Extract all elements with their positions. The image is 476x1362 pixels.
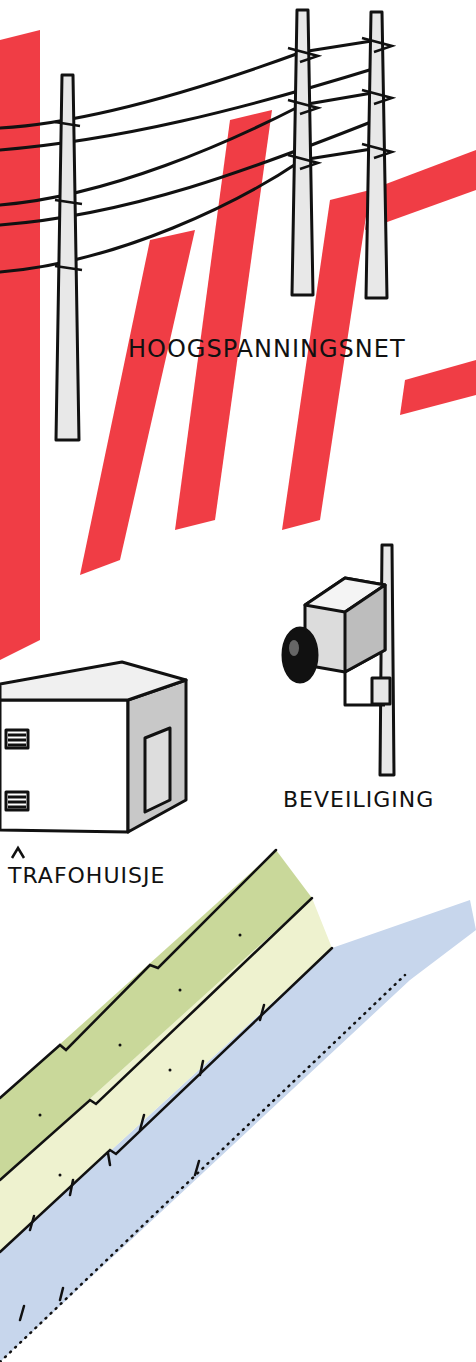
transformer-house (0, 662, 186, 832)
camera-clamp (372, 678, 390, 704)
dot (119, 1044, 122, 1047)
edge-line (0, 850, 276, 1098)
watermark-stroke (400, 360, 476, 415)
soil-dots (39, 934, 242, 1177)
wire (0, 68, 376, 150)
dot (169, 1069, 172, 1072)
house-front (0, 700, 128, 832)
pointer-arrow (12, 848, 24, 858)
vent (6, 792, 28, 810)
camera-pole (380, 545, 394, 775)
power-wires (0, 40, 378, 272)
ditch (0, 850, 476, 1362)
watermark-stroke (175, 110, 272, 530)
camera-side (345, 585, 385, 672)
dot (239, 934, 242, 937)
watermark (0, 30, 476, 660)
house-side (128, 680, 186, 832)
wire (0, 148, 378, 272)
label-text: BEVEILIGING (283, 788, 434, 812)
house-door (145, 728, 170, 812)
power-poles (56, 10, 387, 440)
vent (6, 730, 28, 748)
security-camera (283, 545, 394, 775)
house-roof (0, 662, 186, 700)
ditch-lines (0, 850, 405, 1362)
vent-slats (8, 735, 26, 745)
insulators (55, 38, 392, 270)
insulator (55, 122, 82, 270)
dot (179, 989, 182, 992)
edge-line (0, 948, 332, 1252)
vent-slats (8, 797, 26, 807)
camera-lens (283, 628, 317, 682)
insulator (362, 38, 392, 158)
dotted-bank (0, 975, 405, 1362)
label-text: TRAFOHUISJE (8, 864, 165, 888)
grass-tufts (30, 1005, 264, 1230)
label-text: HOOGSPANNINGSNET (128, 336, 406, 362)
insulator (288, 48, 318, 169)
lens-glint (289, 640, 299, 656)
wire (0, 120, 376, 225)
edge-line (0, 898, 312, 1180)
dot (39, 1114, 42, 1117)
dark-grass (0, 850, 312, 1180)
dot (59, 1174, 62, 1177)
pole (56, 75, 79, 440)
grass-tufts (20, 1161, 199, 1320)
